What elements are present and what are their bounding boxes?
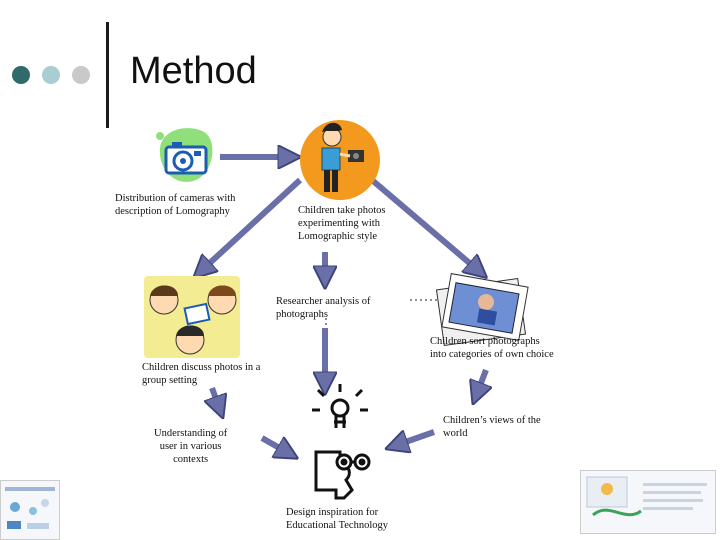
arrow-views-to-design <box>394 429 435 446</box>
label-take-photos: Children take photos experimenting with … <box>298 205 386 242</box>
label-design: Design inspiration for Educational Techn… <box>286 507 389 531</box>
photographer-child-icon <box>300 120 380 200</box>
arrow-sort-to-views <box>476 368 486 396</box>
slide-dot-2 <box>42 66 60 84</box>
thumbnail-left-graphic <box>5 487 55 529</box>
thumbnail-left <box>0 480 60 540</box>
title-divider <box>106 22 109 128</box>
camera-icon <box>156 128 213 182</box>
label-views: Children’s views of the world <box>443 415 541 439</box>
thinking-person-icon <box>314 450 371 500</box>
children-group-icon <box>144 276 240 358</box>
arrow-photographer-to-group <box>200 177 303 272</box>
slide-dot-1 <box>12 66 30 84</box>
thumbnail-right <box>580 470 716 534</box>
label-understanding: Understanding of user in various context… <box>154 428 228 465</box>
thumbnail-right-graphic <box>586 476 707 517</box>
arrow-photographer-to-photos <box>370 177 480 272</box>
label-discuss: Children discuss photos in a group setti… <box>142 362 261 386</box>
idea-lightbulb-icon <box>312 384 368 428</box>
label-distribution: Distribution of cameras with description… <box>115 193 236 217</box>
slide-title: Method <box>130 50 257 92</box>
slide-dot-3 <box>72 66 90 84</box>
label-researcher: Researcher analysis of photographs <box>276 296 371 320</box>
arrow-understanding-to-design <box>260 435 290 454</box>
arrow-discuss-to-understanding <box>212 386 220 410</box>
label-sort: Children sort photographs into categorie… <box>430 336 554 360</box>
flow-arrows <box>200 157 486 454</box>
photo-stack-icon <box>435 273 529 346</box>
